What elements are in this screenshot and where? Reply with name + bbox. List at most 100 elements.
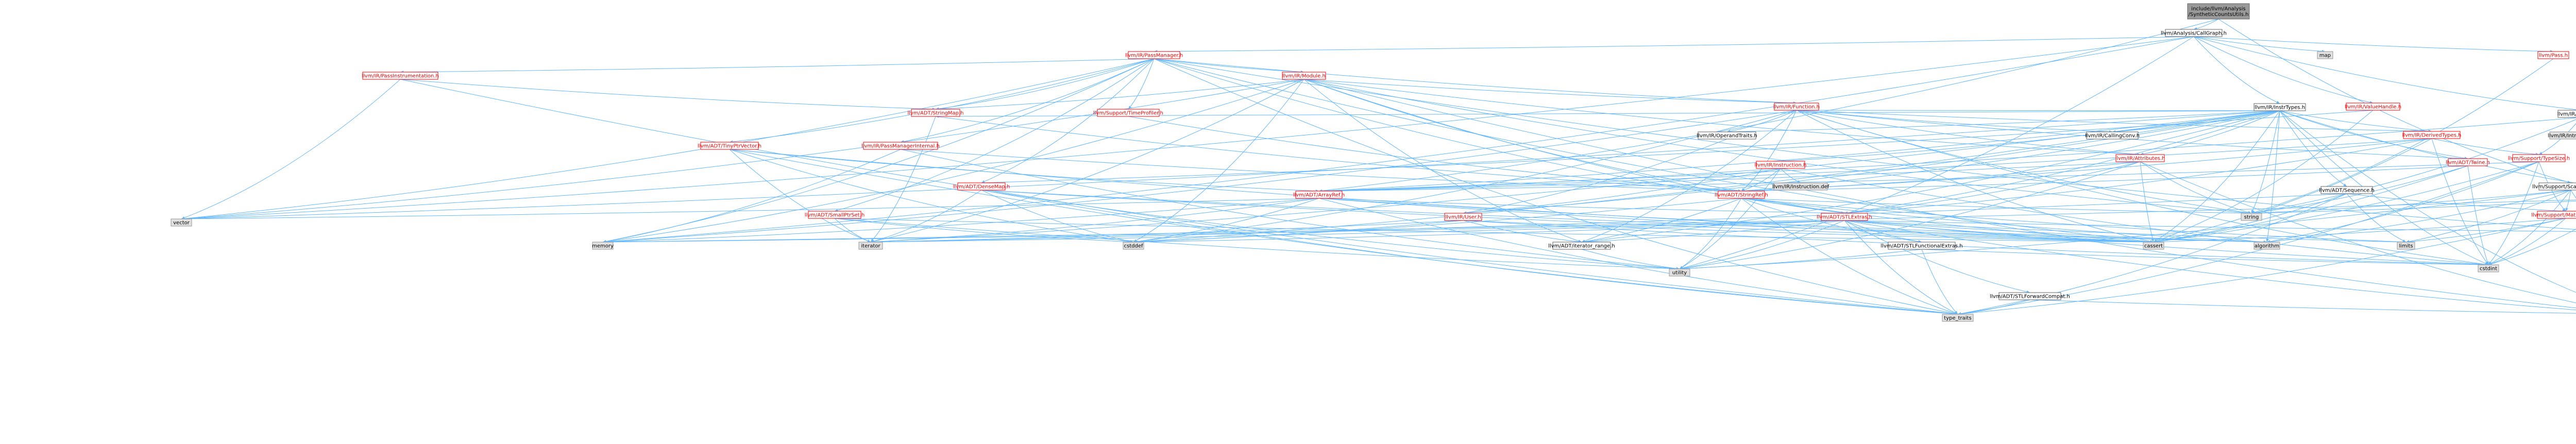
edge-twine-to-string [2251, 165, 2468, 214]
edge-root-to-scalednumber [2218, 19, 2571, 184]
node-scalednumber[interactable]: llvm/Support/ScaledNumber.h [2532, 182, 2576, 191]
node-operandtraits[interactable]: llvm/IR/OperandTraits.h [1697, 131, 1757, 140]
node-label-passmgrinternal: llvm/IR/PassManagerInternal.h [861, 144, 940, 149]
node-box-timeprofiler [1097, 109, 1160, 117]
node-label-stlforward: llvm/ADT/STLForwardCompat.h [1990, 294, 2070, 300]
node-box-instructiondef [1773, 182, 1828, 191]
node-box-root [2187, 3, 2250, 20]
node-passmgrinternal[interactable]: llvm/IR/PassManagerInternal.h [861, 142, 940, 150]
node-label-stringmap: llvm/ADT/StringMap.h [907, 111, 963, 116]
node-passmanager[interactable]: llvm/IR/PassManager.h [1125, 51, 1183, 59]
node-vector: vector [171, 218, 192, 227]
edge-passmanager-to-passmgrinternal [900, 58, 1155, 143]
edge-attributes-to-utility [1679, 161, 2141, 270]
node-label-cstddef: cstddef [1124, 244, 1143, 249]
node-label-iterator: iterator [861, 244, 880, 249]
edge-stlforward-to-optional [2029, 299, 2576, 314]
edge-stringref-to-stlfunctional [1741, 198, 1922, 243]
node-mathextras[interactable]: llvm/Support/MathExtras.h [2531, 211, 2576, 219]
edge-typesize-to-mathextras [2538, 161, 2566, 212]
node-label-stringref: llvm/ADT/StringRef.h [1715, 193, 1768, 198]
node-derivedtypes[interactable]: llvm/IR/DerivedTypes.h [2402, 131, 2462, 139]
edge-tinyptrvector-to-cstddef [729, 149, 1134, 243]
node-box-twine [2448, 158, 2488, 166]
edge-stlextras-to-optional [1844, 220, 2576, 311]
node-stlforward[interactable]: llvm/ADT/STLForwardCompat.h [1990, 292, 2070, 300]
node-label-callgraph: llvm/Analysis/CallGraph.h [2161, 31, 2227, 37]
node-pass[interactable]: llvm/Pass.h [2537, 51, 2569, 59]
edge-arrayref-to-vector [181, 198, 1319, 220]
node-iteratorrange[interactable]: llvm/ADT/iterator_range.h [1548, 242, 1615, 250]
edge-stringmap-to-stringref [935, 116, 1742, 193]
node-box-iteratorrange [1552, 242, 1611, 250]
node-iterator: iterator [858, 242, 883, 250]
node-instruction[interactable]: llvm/IR/Instruction.h [1755, 161, 1807, 169]
node-stlfunctional[interactable]: llvm/ADT/STLFunctionalExtras.h [1880, 242, 1963, 250]
edge-function-to-callingconv [1796, 110, 2113, 133]
node-attributes[interactable]: llvm/IR/Attributes.h [2115, 154, 2165, 162]
edge-callgraph-to-intrinsics [2193, 36, 2576, 110]
edge-typesize-to-cstdint [2488, 161, 2539, 265]
node-arrayref[interactable]: llvm/ADT/ArrayRef.h [1293, 191, 1345, 199]
node-label-algorithm: algorithm [2255, 244, 2279, 249]
node-timeprofiler[interactable]: llvm/Support/TimeProfiler.h [1093, 109, 1163, 117]
node-label-module: llvm/IR/Module.h [1282, 74, 1326, 79]
node-callingconv[interactable]: llvm/IR/CallingConv.h [2085, 131, 2140, 140]
edge-passmgrinternal-to-utility [900, 149, 1680, 270]
node-densemap[interactable]: llvm/ADT/DenseMap.h [953, 182, 1010, 191]
node-box-smallptrset [808, 211, 861, 219]
edge-smallptrset-to-cstddef [834, 218, 1134, 244]
node-twine[interactable]: llvm/ADT/Twine.h [2446, 158, 2490, 166]
edge-attributes-to-stlextras [1844, 161, 2141, 215]
edge-stringref-to-utility [1679, 198, 1742, 269]
node-stringmap[interactable]: llvm/ADT/StringMap.h [907, 109, 964, 117]
node-tinyptrvector[interactable]: llvm/ADT/TinyPtrVector.h [698, 142, 761, 150]
node-label-root: include/llvm/Analysis [2191, 6, 2245, 12]
node-box-scalednumber [2538, 182, 2576, 191]
node-instrtypes[interactable]: llvm/IR/InstrTypes.h [2253, 103, 2306, 111]
node-root[interactable]: include/llvm/Analysis/SyntheticCountsUti… [2187, 3, 2250, 20]
node-label-smallptrset: llvm/ADT/SmallPtrSet.h [805, 213, 865, 218]
edge-densemap-to-utility [981, 190, 1680, 270]
node-box-typesize [2512, 154, 2566, 162]
node-box-intrinsicenums [2549, 131, 2576, 140]
node-instructiondef: llvm/IR/Instruction.def [1772, 182, 1829, 191]
edge-passinstr-to-vector [181, 79, 401, 219]
node-typesize[interactable]: llvm/Support/TypeSize.h [2508, 154, 2570, 162]
node-user[interactable]: llvm/IR/User.h [1444, 213, 1482, 221]
edge-scalednumber-to-string [2251, 190, 2571, 215]
edge-operandtraits-to-user [1463, 139, 1727, 214]
node-label-user: llvm/IR/User.h [1445, 215, 1481, 220]
node-function[interactable]: llvm/IR/Function.h [1773, 103, 1820, 111]
node-sequence[interactable]: llvm/ADT/Sequence.h [2319, 186, 2375, 194]
node-callgraph[interactable]: llvm/Analysis/CallGraph.h [2161, 29, 2227, 37]
node-box-passmgrinternal [863, 142, 938, 150]
edge-mathextras-to-cstdint [2488, 218, 2566, 265]
node-stlextras[interactable]: llvm/ADT/STLExtras.h [1817, 213, 1872, 221]
edge-attributes-to-string [2140, 161, 2252, 214]
edge-instrtypes-to-cstdint [2279, 110, 2489, 265]
edge-densemap-to-algorithm [981, 190, 2267, 244]
edge-module-to-iteratorrange [1303, 79, 1582, 243]
edge-tinyptrvector-to-iterator [729, 149, 871, 243]
node-valuehandle[interactable]: llvm/IR/ValueHandle.h [2345, 103, 2401, 111]
node-smallptrset[interactable]: llvm/ADT/SmallPtrSet.h [805, 211, 865, 219]
node-box-attributes [2115, 154, 2165, 162]
node-box-valuehandle [2346, 103, 2400, 111]
edge-function-to-stringref [1741, 110, 1797, 192]
edge-stlextras-to-utility [1679, 220, 1845, 270]
edge-scalednumber-to-cstdint [2488, 190, 2571, 265]
edge-instrtypes-to-vector [181, 110, 2280, 220]
edge-passmanager-to-cassert [1154, 58, 2154, 244]
node-intrinsics[interactable]: llvm/IR/Intrinsics.h [2557, 110, 2576, 118]
node-label-string: string [2244, 215, 2259, 220]
edge-user-to-iteratorrange [1463, 220, 1582, 244]
node-module[interactable]: llvm/IR/Module.h [1282, 72, 1326, 80]
edge-instruction-to-user [1463, 168, 1781, 215]
node-passinstr[interactable]: llvm/IR/PassInstrumentation.h [362, 72, 439, 80]
edge-derivedtypes-to-cassert [2153, 138, 2432, 243]
node-label-vector: vector [173, 220, 190, 226]
node-stringref[interactable]: llvm/ADT/StringRef.h [1715, 191, 1768, 199]
node-box-densemap [957, 182, 1006, 191]
node-label-tinyptrvector: llvm/ADT/TinyPtrVector.h [698, 144, 761, 149]
